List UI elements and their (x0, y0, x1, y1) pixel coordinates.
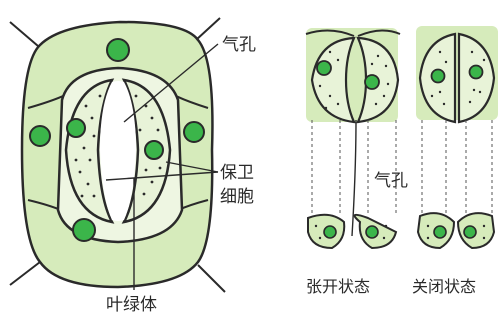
open-stoma-surface (306, 28, 400, 122)
label-guard-cell-2: 细胞 (220, 187, 254, 207)
label-open-state: 张开状态 (306, 277, 370, 296)
chloroplast (67, 119, 85, 137)
label-stoma: 气孔 (222, 35, 256, 55)
chloroplast (317, 61, 331, 75)
chloroplast (434, 226, 446, 238)
chloroplast (324, 226, 336, 238)
chloroplast (464, 226, 476, 238)
chloroplast (470, 66, 483, 79)
chloroplast (365, 75, 379, 89)
chloroplast (366, 226, 378, 238)
closed-stoma-surface (416, 26, 498, 122)
label-guard-cell-1: 保卫 (220, 163, 254, 183)
chloroplast (145, 141, 163, 159)
chloroplast (184, 122, 204, 142)
chloroplast (432, 70, 445, 83)
chloroplast (107, 39, 129, 61)
label-closed-state: 关闭状态 (412, 277, 476, 296)
label-stoma-right: 气孔 (374, 171, 408, 191)
left-epidermis (10, 18, 225, 292)
chloroplast (73, 219, 95, 241)
closed-cross-section (418, 213, 494, 248)
label-chloroplast: 叶绿体 (106, 295, 157, 315)
chloroplast (30, 126, 50, 146)
projection-lines (312, 120, 492, 216)
